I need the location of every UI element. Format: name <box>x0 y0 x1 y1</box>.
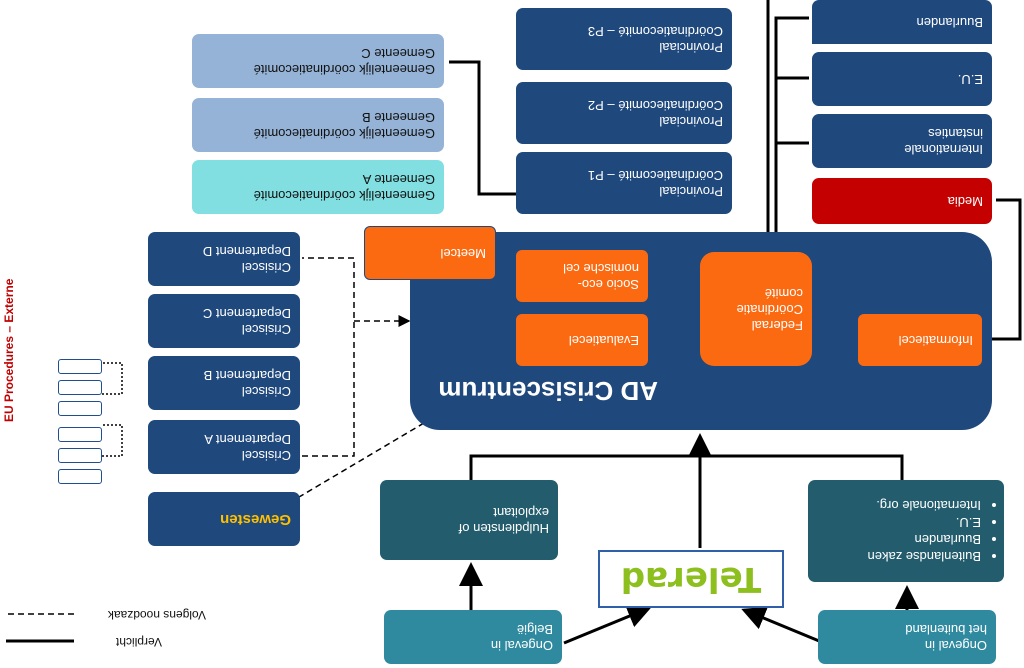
hulpdiensten-box: Hulpdiensten of exploitant <box>380 480 558 560</box>
ongeval-belgie-line1: Ongeval in <box>490 638 553 653</box>
ongeval-buitenland-line1: Ongeval in <box>924 638 987 653</box>
merge-line-bottom <box>469 454 904 480</box>
ongeval-belgie-box: Ongeval in België <box>384 610 562 664</box>
federaal-line1: Federaal <box>751 318 803 333</box>
arrow-belgie-to-telerad <box>563 604 652 645</box>
dept-a-line1: Crisiscel <box>241 448 291 463</box>
internationale-line1: Internationale <box>904 142 983 157</box>
gemeente-b-line2: Gemeente B <box>362 110 435 125</box>
arrow-buitenland-to-telerad <box>741 606 825 645</box>
hulpdiensten-line2: exploitant <box>493 505 549 520</box>
provincial-p2-line2: Coördinatiecomité – P2 <box>587 98 723 113</box>
ongeval-buitenland-line2: het buitenland <box>905 622 987 637</box>
evaluatiecel-label: Evaluatiecel <box>568 333 639 348</box>
informatiecel-label: Informatiecel <box>898 333 973 348</box>
dept-b-line2: Departement B <box>203 368 291 383</box>
dashed-crisiscel-bus <box>302 257 355 457</box>
gemeente-c-line1: Gemeentelijk coördinatiecomité <box>253 62 435 77</box>
eu-box: E.U. <box>812 52 992 106</box>
dashed-gewesten-to-ad <box>293 422 425 501</box>
dept-d-line2: Departement D <box>202 244 291 259</box>
provincial-p3-line2: Coördinatiecomité – P3 <box>587 24 723 39</box>
informatiecel-box: Informatiecel <box>858 314 982 366</box>
bullet-eu: E.U. <box>817 514 981 531</box>
gemeente-c-box: Gemeentelijk coördinatiecomité Gemeente … <box>192 34 444 88</box>
crisiscel-departement-b: Crisiscel Departement B <box>148 356 300 410</box>
socio-line2: nomische cel <box>563 261 639 276</box>
buitenland-bullet-list: Buitenlandse zaken Buurlanden E.U. Inter… <box>817 497 995 565</box>
gemeente-c-line2: Gemeente C <box>361 46 435 61</box>
sub-box-b1 <box>58 401 102 416</box>
eu-label: E.U. <box>957 72 983 87</box>
federaal-coordinatiecomite-box: Federaal Coördinatie comité <box>700 252 812 366</box>
side-label: EU Procedures – Externe <box>2 278 16 422</box>
legend-dashed-label: Volgens noodzaak <box>107 608 206 622</box>
media-label: Media <box>947 194 983 209</box>
provincial-p2-line1: Provinciaal <box>659 114 723 129</box>
gemeente-b-box: Gemeentelijk coördinatiecomité Gemeente … <box>192 98 444 152</box>
line-informatie-media <box>982 198 1022 341</box>
gemeente-a-line2: Gemeente A <box>362 172 435 187</box>
gemeente-a-line1: Gemeentelijk coördinatiecomité <box>253 188 435 203</box>
line-provincial-to-gemeenten <box>449 60 516 196</box>
bullet-buurlanden: Buurlanden <box>817 531 982 548</box>
internationale-line2: instanties <box>928 126 983 141</box>
federaal-line2: Coördinatie <box>736 302 804 317</box>
crisiscel-departement-d: Crisiscel Departement D <box>148 232 300 286</box>
bullet-internationale-org: Internationale org. <box>817 497 981 514</box>
provincial-p3-line1: Provinciaal <box>659 40 723 55</box>
hulpdiensten-line1: Hulpdiensten of <box>458 521 549 536</box>
bullet-buitenlandse-zaken: Buitenlandse zaken <box>817 548 981 565</box>
ongeval-belgie-line2: België <box>516 622 553 637</box>
crisiscel-departement-c: Crisiscel Departement C <box>148 294 300 348</box>
internationale-instanties-box: Internationale instanties <box>812 114 992 168</box>
buurlanden-label: Buurlanden <box>916 15 984 30</box>
provinciaal-p3-box: Provinciaal Coördinatiecomité – P3 <box>516 8 732 70</box>
dept-c-line2: Departement C <box>202 306 291 321</box>
provincial-p1-line2: Coördinatiecomité – P1 <box>587 168 723 183</box>
socio-line1: Socio eco- <box>577 277 639 292</box>
meetcel-box: Meetcel <box>364 226 496 280</box>
dotted-dept-a <box>102 424 123 457</box>
legend-solid-label: Verplicht <box>115 635 162 649</box>
gemeente-b-line1: Gemeentelijk coördinatiecomité <box>253 126 435 141</box>
ad-crisiscentrum-title: AD Crisiscentrum <box>438 376 658 406</box>
meetcel-label: Meetcel <box>440 246 486 261</box>
line-to-buurlanden <box>774 16 809 238</box>
gewesten-box: Gewesten <box>148 492 300 546</box>
media-box: Media <box>812 178 992 224</box>
sub-box-a1 <box>58 469 102 484</box>
socio-economische-cel-box: Socio eco- nomische cel <box>516 250 648 302</box>
crisiscel-departement-a: Crisiscel Departement A <box>148 420 300 474</box>
dotted-dept-b <box>102 362 123 395</box>
sub-box-b2 <box>58 380 102 395</box>
telerad-label: Telerad <box>620 559 762 599</box>
gemeente-a-box: Gemeentelijk coördinatiecomité Gemeente … <box>192 160 444 214</box>
ongeval-buitenland-box: Ongeval in het buitenland <box>818 610 996 664</box>
sub-box-a3 <box>58 427 102 442</box>
gewesten-label: Gewesten <box>220 511 291 528</box>
sub-box-b3 <box>58 359 102 374</box>
provinciaal-p2-box: Provinciaal Coördinatiecomité – P2 <box>516 82 732 144</box>
sub-box-a2 <box>58 448 102 463</box>
dept-c-line1: Crisiscel <box>241 322 291 337</box>
provinciaal-p1-box: Provinciaal Coördinatiecomité – P1 <box>516 152 732 214</box>
provincial-p1-line1: Provinciaal <box>659 184 723 199</box>
dept-d-line1: Crisiscel <box>241 260 291 275</box>
evaluatiecel-box: Evaluatiecel <box>516 314 648 366</box>
buitenland-contacts-box: Buitenlandse zaken Buurlanden E.U. Inter… <box>808 480 1004 582</box>
telerad-logo: Telerad <box>598 550 784 608</box>
dept-a-line2: Departement A <box>204 432 291 447</box>
dept-b-line1: Crisiscel <box>241 384 291 399</box>
federaal-line3: comité <box>764 286 803 301</box>
buurlanden-box: Buurlanden <box>812 0 992 44</box>
